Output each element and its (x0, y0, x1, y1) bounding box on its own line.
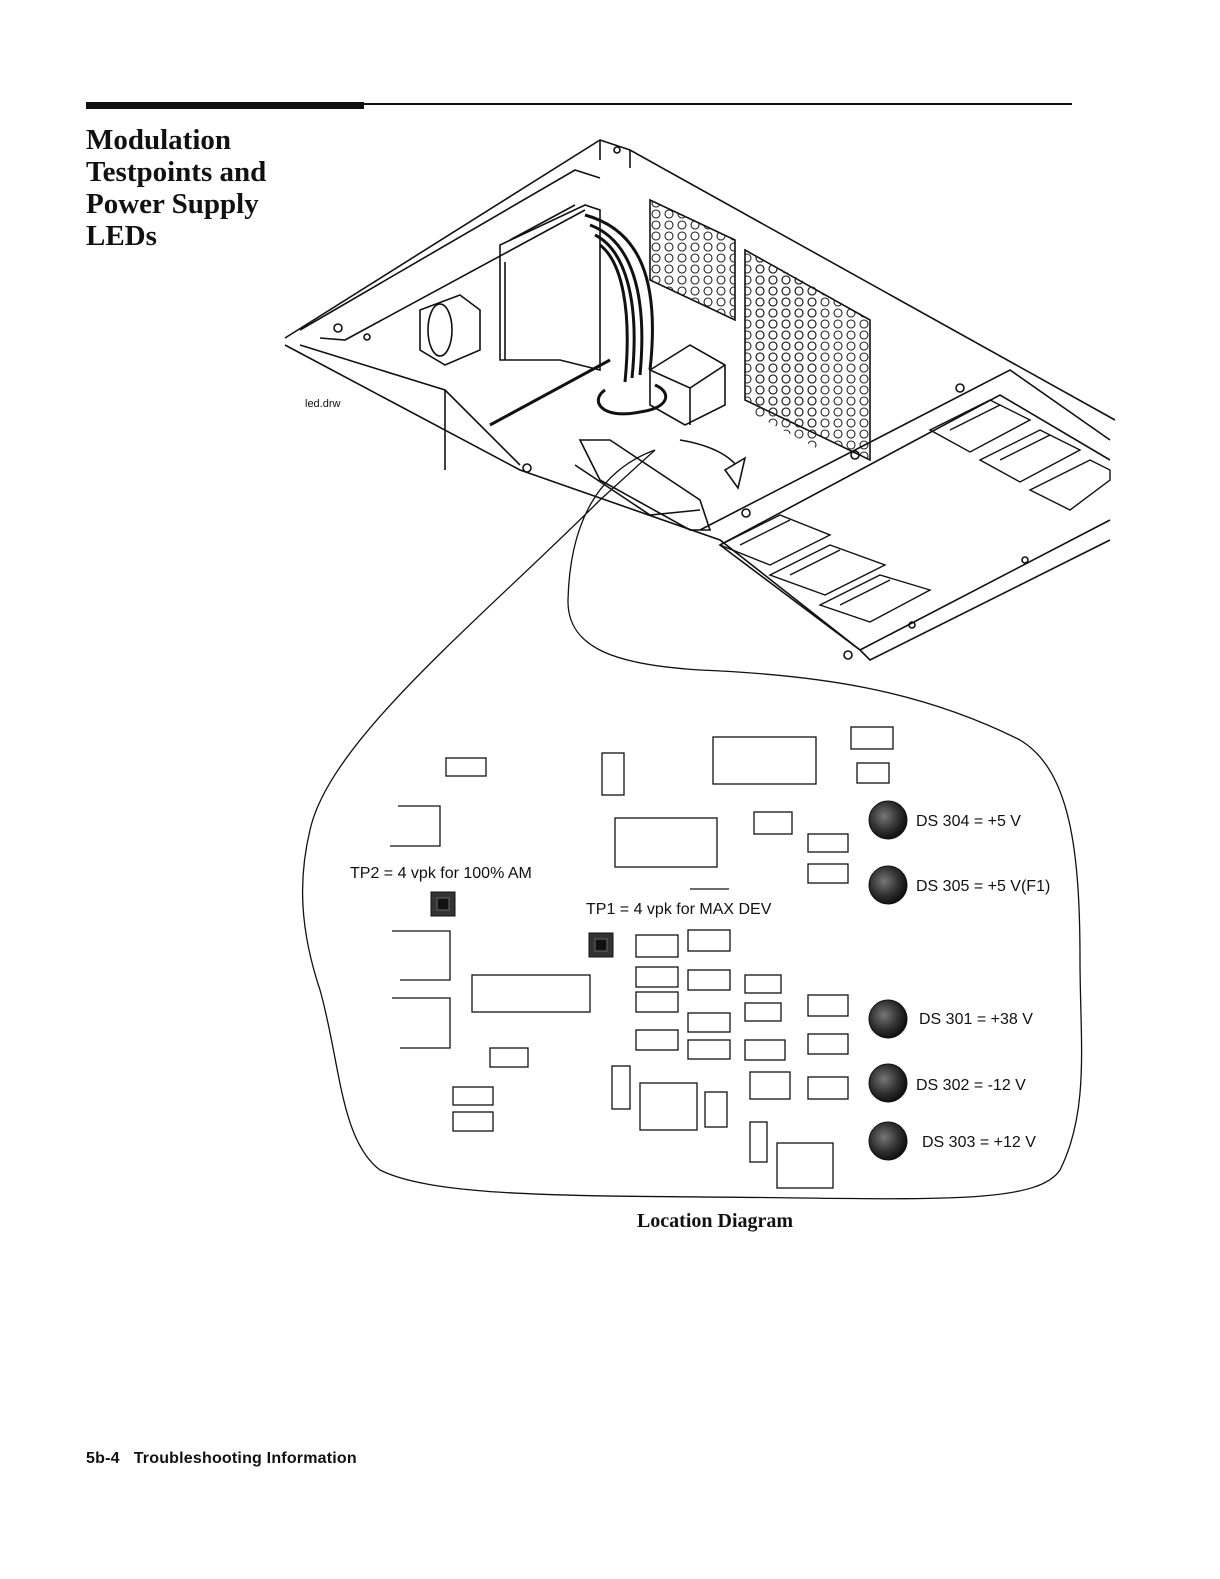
tp2-label: TP2 = 4 vpk for 100% AM (350, 865, 532, 882)
testpoint-tp1 (589, 933, 613, 957)
ds302-label: DS 302 = -12 V (916, 1077, 1026, 1094)
ds301-label: DS 301 = +38 V (919, 1011, 1033, 1028)
page-number: 5b-4 (86, 1450, 120, 1467)
figure-caption: Location Diagram (560, 1210, 870, 1233)
led-ds305 (869, 866, 907, 904)
tp1-label: TP1 = 4 vpk for MAX DEV (586, 901, 772, 918)
led-ds301 (869, 1000, 907, 1038)
drawing-file-label: led.drw (305, 398, 341, 410)
ds304-label: DS 304 = +5 V (916, 813, 1021, 830)
chassis-drawing (285, 140, 1115, 660)
ds303-label: DS 303 = +12 V (922, 1134, 1036, 1151)
ds305-label: DS 305 = +5 V(F1) (916, 878, 1050, 895)
page-footer: 5b-4 Troubleshooting Information (86, 1450, 357, 1468)
led-ds304 (869, 801, 907, 839)
footer-section: Troubleshooting Information (134, 1450, 357, 1467)
led-ds303 (869, 1122, 907, 1160)
led-ds302 (869, 1064, 907, 1102)
board-components (390, 727, 893, 1188)
testpoint-tp2 (431, 892, 455, 916)
